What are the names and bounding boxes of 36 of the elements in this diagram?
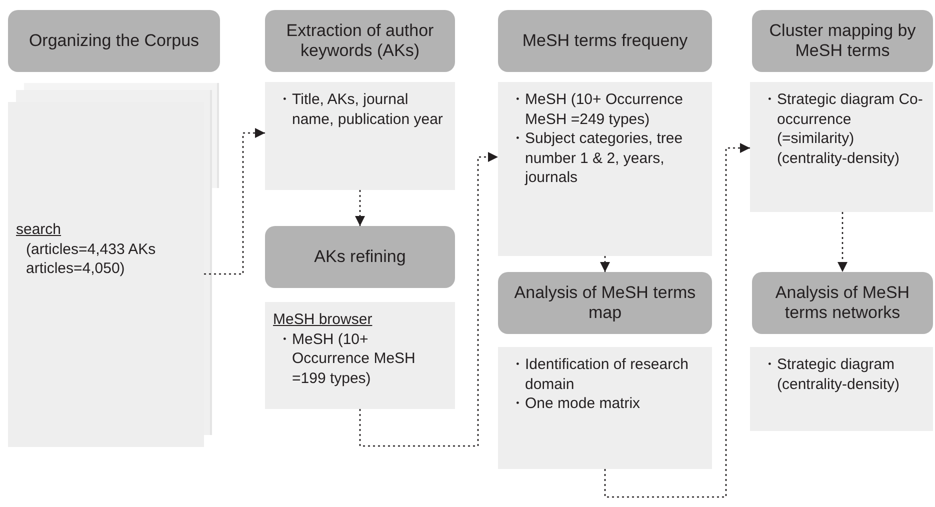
- card-text: ・Subject categories, tree number 1 & 2, years, journals: [510, 129, 684, 188]
- card-text: (articles=4,433 AKs articles=4,050): [26, 240, 157, 278]
- card-text: ・MeSH (10+ Occurrence MeSH =249 types): [510, 90, 684, 129]
- step-header: [8, 10, 220, 72]
- header-text: Analysis of MeSH terms map: [513, 282, 697, 324]
- step-header: [498, 10, 712, 72]
- card-text: ・One mode matrix: [510, 394, 642, 414]
- dotted-arrow: [838, 212, 848, 272]
- dotted-arrow: [355, 190, 365, 226]
- source-heading: MeSH browser: [273, 310, 374, 330]
- dotted-arrow: [204, 128, 265, 275]
- info-card: [498, 347, 712, 469]
- step-header: [265, 10, 455, 72]
- step-header: [752, 272, 933, 334]
- header-text: MeSH terms frequeny: [522, 30, 688, 52]
- step-header: [265, 226, 455, 288]
- header-text: Cluster mapping by MeSH terms: [768, 20, 917, 62]
- header-text: Organizing the Corpus: [28, 30, 200, 52]
- card-text: ・Title, AKs, journal name, publication year: [277, 90, 444, 129]
- info-card: [750, 82, 933, 212]
- info-card: [265, 302, 455, 409]
- header-text: AKs refining: [314, 246, 406, 268]
- card-text: ・Identification of research domain: [510, 355, 690, 394]
- step-header: [752, 10, 933, 72]
- dotted-arrow: [359, 152, 498, 447]
- dotted-arrow: [600, 256, 610, 272]
- card-text: ・MeSH (10+ Occurrence MeSH =199 types): [277, 330, 416, 388]
- source-heading: search: [16, 220, 62, 240]
- info-card: [498, 82, 712, 256]
- step-header: [498, 272, 712, 334]
- header-text: Analysis of MeSH terms networks: [774, 282, 911, 324]
- header-text: Extraction of author keywords (AKs): [285, 20, 435, 62]
- dotted-arrow: [604, 143, 750, 498]
- card-text: ・Strategic diagram (centrality-density): [762, 355, 901, 394]
- card-text: ・Strategic diagram Co-occurrence (=similarity) (centrality-density): [762, 90, 924, 168]
- info-card: [265, 82, 455, 190]
